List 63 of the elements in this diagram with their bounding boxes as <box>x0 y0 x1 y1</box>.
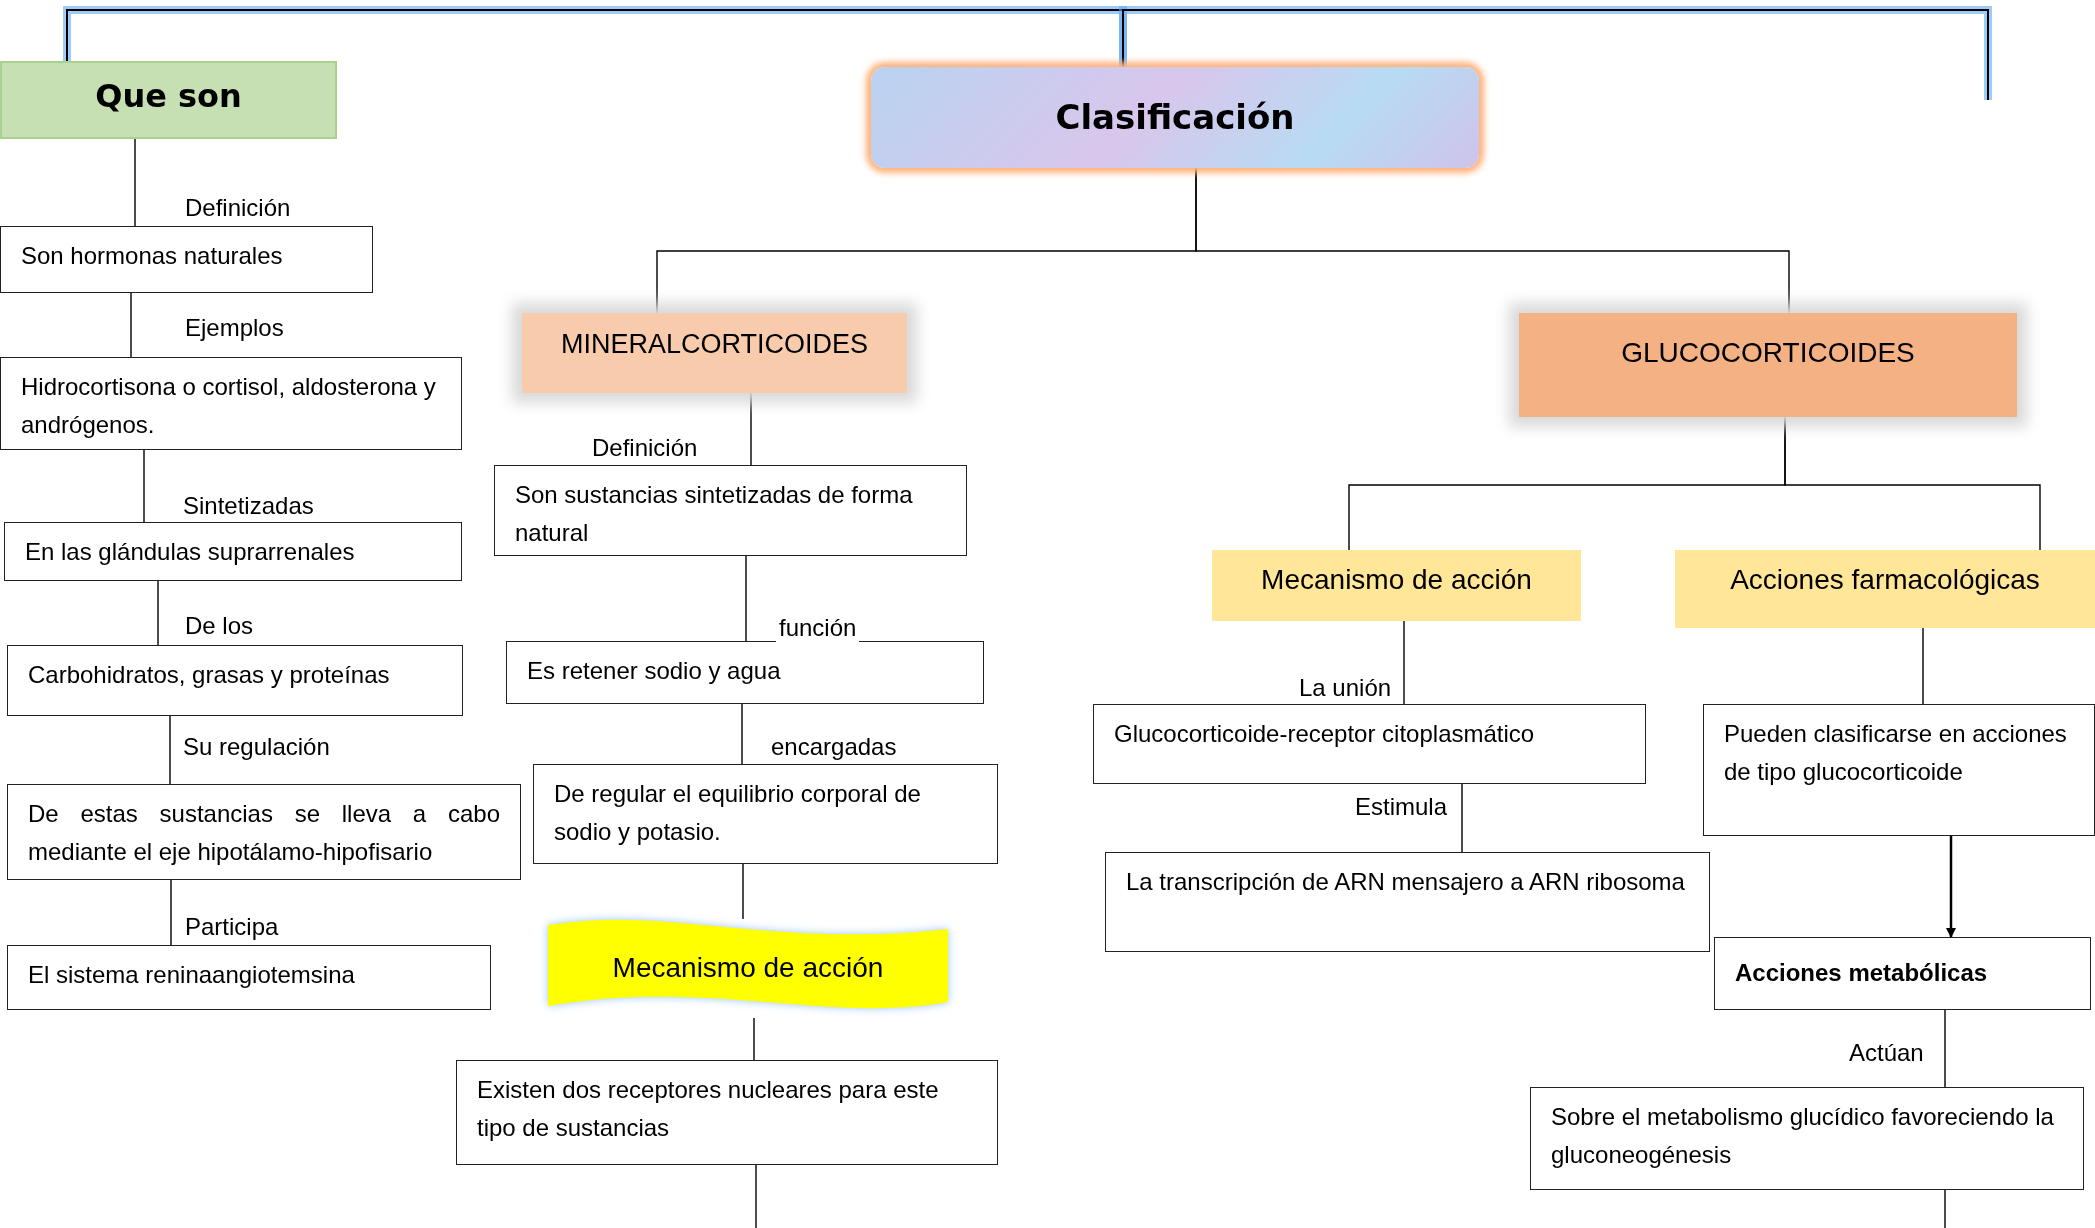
heading-text: GLUCOCORTICOIDES <box>1621 336 1915 370</box>
concept-box <box>533 764 998 864</box>
concept-text: El sistema reninaangiotemsina <box>28 960 355 990</box>
connector-line <box>750 392 752 466</box>
concept-text: En las glándulas suprarrenales <box>25 537 355 567</box>
connector-line <box>134 138 136 227</box>
concept-text: Son hormonas naturales <box>21 241 283 271</box>
concept-box <box>1530 1087 2084 1190</box>
connector-line <box>170 879 172 946</box>
concept-box <box>506 641 984 704</box>
concept-text: Carbohidratos, grasas y proteínas <box>28 660 390 690</box>
connector-line <box>1403 620 1405 705</box>
concept-text: Son sustancias sintetizadas de forma natural <box>515 480 914 549</box>
category-box <box>522 313 907 393</box>
heading-box <box>0 61 337 139</box>
connector-line <box>143 449 145 523</box>
concept-text: Acciones metabólicas <box>1735 958 1988 989</box>
heading-text: Que son <box>95 76 242 117</box>
concept-text: La transcripción de ARN mensajero a ARN ribosoma <box>1126 867 1685 897</box>
concept-text: Es retener sodio y agua <box>527 656 781 686</box>
concept-box <box>456 1060 998 1165</box>
concept-text: Hidrocortisona o cortisol, aldosterona y andrógenos. <box>21 372 437 441</box>
connector-line <box>1944 1189 1946 1228</box>
heading-text: Clasificación <box>1055 96 1295 140</box>
concept-box <box>1093 704 1646 784</box>
concept-box <box>7 945 491 1010</box>
connector-line <box>1784 416 2041 551</box>
concept-box <box>1105 852 1710 952</box>
concept-box <box>0 226 373 293</box>
connector-line <box>1195 167 1790 314</box>
title-box <box>871 67 1479 168</box>
connector-line <box>745 555 747 642</box>
subtopic-box <box>1675 550 2095 628</box>
concept-text: Existen dos receptores nucleares para este tipo de sustancias <box>477 1075 940 1144</box>
concept-box <box>0 357 462 450</box>
concept-box <box>4 522 462 581</box>
connector-line <box>755 1164 757 1228</box>
category-box <box>1519 313 2017 417</box>
arrow <box>1946 836 1956 938</box>
connector-line <box>1461 783 1463 853</box>
connector-line <box>169 715 171 785</box>
concept-text: Glucocorticoide-receptor citoplasmático <box>1114 719 1535 749</box>
concept-box <box>1703 704 2095 836</box>
concept-box <box>1714 937 2091 1010</box>
concept-text: Pueden clasificarse en acciones de tipo glucocorticoide <box>1724 719 2068 788</box>
subtopic-box <box>1212 550 1581 621</box>
concept-text: Sobre el metabolismo glucídico favoreciendo la gluconeogénesis <box>1551 1102 2055 1171</box>
connector-line <box>753 1017 755 1061</box>
connector-line <box>157 580 159 646</box>
connector-line <box>742 863 744 920</box>
concept-box <box>7 784 521 880</box>
concept-box <box>494 465 967 556</box>
connector-line <box>1944 1009 1946 1088</box>
heading-text: MINERALCORTICOIDES <box>560 328 868 361</box>
connector-line <box>130 292 132 358</box>
concept-text: De regular el equilibrio corporal de sodio y potasio. <box>554 779 922 848</box>
concept-box <box>7 645 463 716</box>
heading-text: Mecanismo de acción <box>612 951 884 986</box>
connector-line <box>741 703 743 765</box>
heading-text: Acciones farmacológicas <box>1730 563 2040 597</box>
connector-line <box>1922 627 1924 705</box>
concept-text: De estas sustancias se lleva a cabo mediante el eje hipotálamo-hipofisario <box>28 799 500 868</box>
heading-text: Mecanismo de acción <box>1261 563 1532 597</box>
